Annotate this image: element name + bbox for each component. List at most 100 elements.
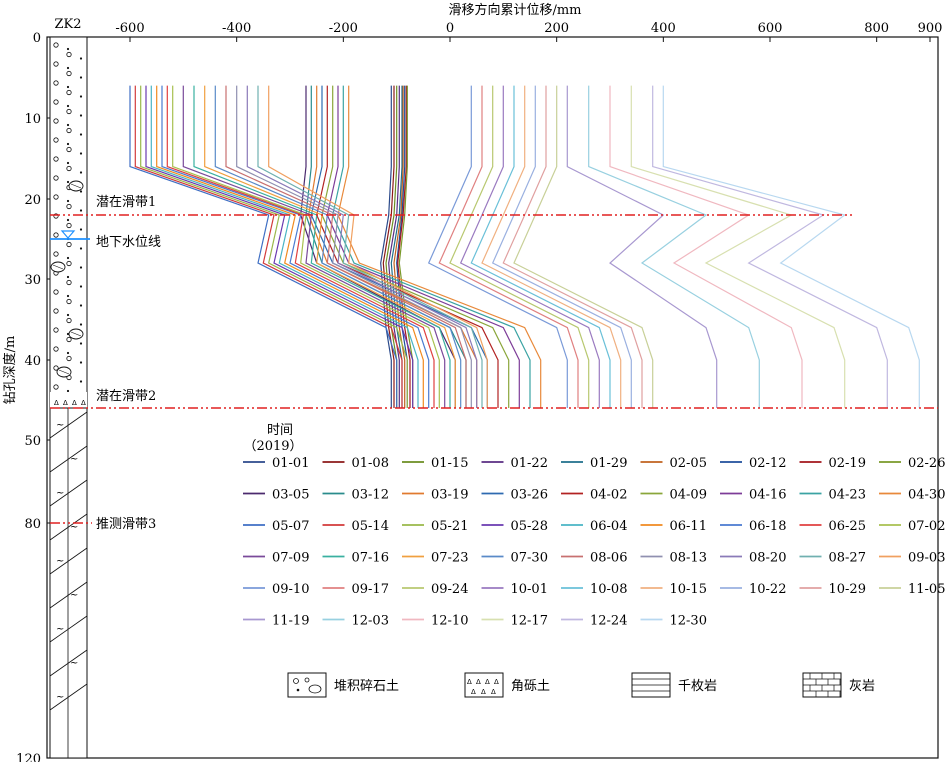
gravel-symbol xyxy=(66,89,72,96)
gravel-symbol xyxy=(66,203,72,210)
legend-label-11-19: 11-19 xyxy=(272,614,309,629)
lithology-label: 角砾土 xyxy=(511,679,550,694)
gravel-symbol xyxy=(66,317,72,324)
gravel-symbol xyxy=(53,61,59,67)
groundwater-label: 地下水位线 xyxy=(96,235,161,250)
series-line-07-23 xyxy=(204,85,456,408)
y-tick-label: 40 xyxy=(24,354,41,369)
breccia-symbol: ᐃ xyxy=(81,399,86,407)
gravel-symbol xyxy=(53,137,59,143)
legend-label-10-08: 10-08 xyxy=(590,582,627,597)
plot-frame xyxy=(46,36,939,759)
legend-label-05-07: 05-07 xyxy=(272,519,309,534)
series-line-02-19 xyxy=(397,85,411,408)
series-line-06-18 xyxy=(161,85,430,408)
y-axis-title: 钻孔深度/m xyxy=(2,336,18,405)
gravel-symbol xyxy=(53,80,59,86)
gravel-symbol xyxy=(53,384,59,390)
x-axis-title: 滑移方向累计位移/mm xyxy=(448,2,581,18)
y-tick-label: 30 xyxy=(24,273,41,288)
phyllite-layer xyxy=(49,547,88,575)
legend-label-08-06: 08-06 xyxy=(590,551,627,566)
series-line-01-22 xyxy=(388,85,400,408)
legend-label-12-10: 12-10 xyxy=(431,614,468,629)
x-tick-label: 900 xyxy=(918,21,943,36)
gravel-dot xyxy=(66,161,70,165)
series-line-04-30 xyxy=(337,85,542,408)
gravel-dot xyxy=(79,76,83,79)
gravel-symbol xyxy=(53,232,59,238)
series-line-06-25 xyxy=(166,85,435,408)
legend-label-12-17: 12-17 xyxy=(511,614,548,629)
gravel-dot xyxy=(66,294,70,298)
series-line-09-03 xyxy=(268,85,488,408)
gravel-dot xyxy=(66,142,70,146)
legend-label-07-02: 07-02 xyxy=(908,519,945,534)
gravel-dot xyxy=(79,342,83,345)
y-tick-label: 10 xyxy=(24,112,41,127)
phyllite-symbol: ~ xyxy=(56,556,64,567)
gravel-dot xyxy=(66,66,70,70)
slip-zone-3-label: 推测滑带3 xyxy=(96,517,156,532)
gravel-dot xyxy=(79,247,83,250)
legend-label-06-04: 06-04 xyxy=(590,519,627,534)
legend-label-12-03: 12-03 xyxy=(352,614,389,629)
gravel-mark xyxy=(293,678,299,684)
gravel-dot xyxy=(296,688,300,692)
gravel-dot xyxy=(66,275,70,279)
gravel-dot xyxy=(79,133,83,136)
legend-label-06-25: 06-25 xyxy=(829,519,866,534)
gravel-symbol xyxy=(53,213,59,219)
gravel-dot xyxy=(66,199,70,203)
gravel-symbol xyxy=(66,127,72,134)
gravel-symbol xyxy=(66,165,72,172)
gravel-dot xyxy=(66,332,70,336)
series-line-07-09 xyxy=(182,85,446,408)
gravel-dot xyxy=(79,266,83,269)
series-line-11-05 xyxy=(513,85,654,408)
gravel-dot xyxy=(79,95,83,98)
y-tick-label: 120 xyxy=(16,752,41,762)
legend-title: 时间 xyxy=(267,423,293,438)
legend-label-04-02: 04-02 xyxy=(590,488,627,503)
legend-label-02-19: 02-19 xyxy=(829,456,866,471)
series-line-08-06 xyxy=(225,85,467,408)
gravel-dot xyxy=(66,123,70,127)
gravel-symbol xyxy=(53,308,59,314)
series-line-05-07 xyxy=(129,85,398,408)
legend-label-07-23: 07-23 xyxy=(431,551,468,566)
legend-label-10-22: 10-22 xyxy=(749,582,786,597)
phyllite-layer xyxy=(49,615,88,643)
legend-label-07-16: 07-16 xyxy=(352,551,389,566)
gravel-dot xyxy=(79,152,83,155)
gravel-dot xyxy=(79,380,83,383)
gravel-dot xyxy=(66,180,70,184)
series-line-06-11 xyxy=(156,85,424,408)
series-line-09-24 xyxy=(449,85,590,408)
gravel-symbol xyxy=(66,108,72,115)
series-line-07-02 xyxy=(172,85,440,408)
phyllite-symbol: ~ xyxy=(56,692,64,703)
legend-label-01-15: 01-15 xyxy=(431,456,468,471)
lithology-swatch xyxy=(464,672,504,698)
annotations-layer: 潜在滑带1 潜在滑带2 推测滑带3 地下水位线 xyxy=(50,195,938,532)
legend-label-11-05: 11-05 xyxy=(908,582,945,597)
gravel-dot xyxy=(79,304,83,307)
phyllite-layer xyxy=(49,513,88,541)
series-line-12-17 xyxy=(630,85,846,408)
slip-zone-1-label: 潜在滑带1 xyxy=(96,195,156,210)
boulder-mark xyxy=(308,684,322,694)
breccia-mark: ᐃ xyxy=(494,678,499,686)
slip-zone-2-label: 潜在滑带2 xyxy=(96,389,156,404)
gravel-symbol xyxy=(66,355,72,362)
gravel-dot xyxy=(66,256,70,260)
legend-label-12-30: 12-30 xyxy=(670,614,707,629)
boulder-hatch xyxy=(58,369,70,375)
gravel-mark xyxy=(304,677,310,683)
gravel-symbol xyxy=(66,241,72,248)
gravel-dot xyxy=(66,351,70,355)
